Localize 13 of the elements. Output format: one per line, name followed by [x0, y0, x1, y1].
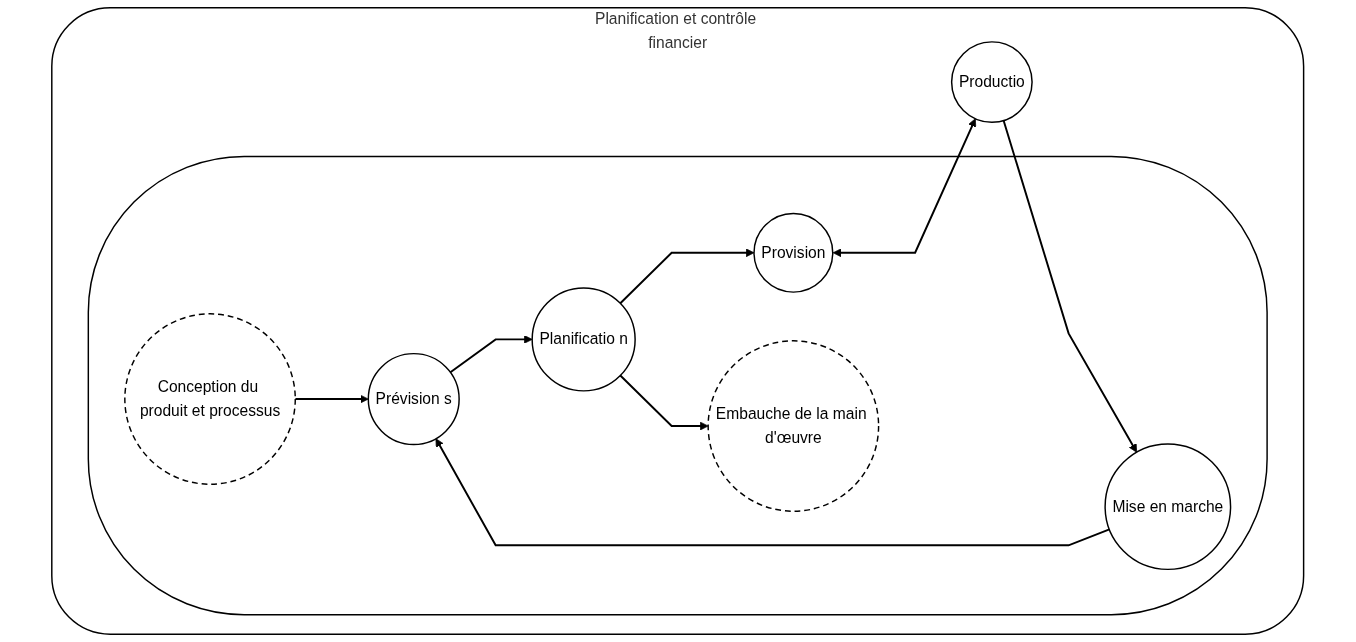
node-circle: Prévision s	[367, 352, 461, 446]
node-circle: Conception du produit et processus	[124, 313, 297, 485]
arrow	[1002, 119, 1138, 453]
node-circle: Planificatio n	[531, 287, 637, 392]
node-circle: Embauche de la main d'œuvre	[707, 340, 880, 512]
arrow	[619, 248, 755, 305]
node-circle: Provision	[753, 212, 834, 293]
arrow	[435, 438, 1111, 547]
arrow	[619, 374, 709, 431]
arrow	[833, 118, 977, 258]
node-circle: Productio	[951, 41, 1034, 124]
arrow	[449, 335, 533, 374]
node-circle: Mise en marche	[1104, 443, 1232, 571]
